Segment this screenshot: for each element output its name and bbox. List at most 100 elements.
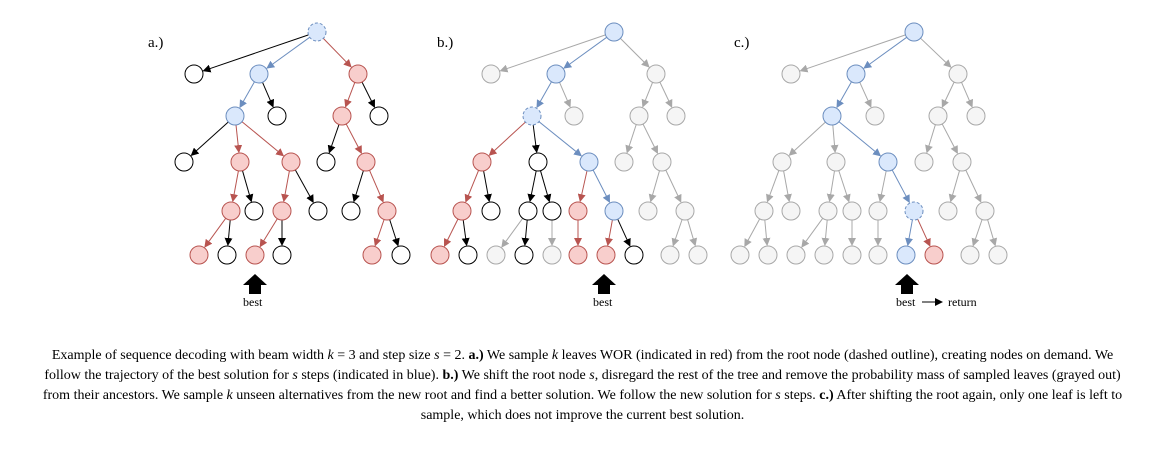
edge-b-root-b2 xyxy=(563,36,607,69)
edge-b-b2-b4 xyxy=(536,81,552,109)
edge-c-c18-c28 xyxy=(917,218,931,247)
node-c-c3 xyxy=(948,64,968,84)
edge-c-root-c1 xyxy=(799,34,906,73)
edge-a-a4-a10 xyxy=(241,121,285,157)
node-b-root xyxy=(604,22,624,42)
edge-c-c13-c22 xyxy=(762,219,771,246)
edge-b-b3-b7 xyxy=(659,81,673,108)
node-a-a10 xyxy=(281,152,301,172)
node-c-c16 xyxy=(842,201,862,221)
edge-a-a3-a7 xyxy=(361,81,375,108)
node-c-c14 xyxy=(781,201,801,221)
edge-a-a2-a4 xyxy=(239,81,255,109)
node-b-b4 xyxy=(522,106,542,126)
node-c-c6 xyxy=(928,106,948,126)
edge-c-c12-c19 xyxy=(948,170,960,203)
node-a-a20 xyxy=(217,245,237,265)
node-c-c24 xyxy=(814,245,834,265)
node-b-b20 xyxy=(675,201,695,221)
edge-c-c12-c20 xyxy=(965,169,982,203)
caption-text: Example of sequence decoding with beam w… xyxy=(51,348,328,363)
edge-c-c6-c12 xyxy=(941,123,958,154)
panel-c-label: c.) xyxy=(734,35,749,51)
edge-a-root-a2 xyxy=(266,36,310,69)
caption-text: = 2. xyxy=(439,348,469,363)
best-arrow-a xyxy=(243,274,267,294)
node-b-b18 xyxy=(604,201,624,221)
edge-b-b4-b8 xyxy=(488,121,526,156)
node-a-a22 xyxy=(272,245,292,265)
edge-c-c2-c5 xyxy=(859,81,872,108)
node-a-a13 xyxy=(221,201,241,221)
node-c-c12 xyxy=(952,152,972,172)
node-a-a19 xyxy=(189,245,209,265)
node-b-b23 xyxy=(486,245,506,265)
best-label-c: best xyxy=(896,295,916,309)
node-a-a17 xyxy=(341,201,361,221)
node-b-b9 xyxy=(528,152,548,172)
edge-b-root-b1 xyxy=(499,34,606,73)
edge-b-b6-b12 xyxy=(642,123,658,154)
node-a-a18 xyxy=(377,201,397,221)
node-b-b15 xyxy=(518,201,538,221)
edge-a-a12-a17 xyxy=(352,170,364,203)
tree-nodes xyxy=(174,22,1008,265)
edge-a-a18-a24 xyxy=(389,219,400,247)
edge-c-c4-c10 xyxy=(838,121,882,157)
node-c-c9 xyxy=(826,152,846,172)
beam-decoding-figure: a.) b.) c.) best best best return xyxy=(148,22,1008,309)
node-c-c17 xyxy=(868,201,888,221)
edge-a-a6-a11 xyxy=(327,124,340,154)
caption-label-b: b.) xyxy=(442,368,459,383)
return-label: return xyxy=(948,295,977,309)
edge-b-b9-b16 xyxy=(540,170,552,203)
edge-b-b2-b5 xyxy=(559,82,571,108)
node-b-b5 xyxy=(564,106,584,126)
node-c-c11 xyxy=(914,152,934,172)
node-b-b26 xyxy=(568,245,588,265)
edge-a-a12-a18 xyxy=(369,170,384,203)
node-b-b21 xyxy=(430,245,450,265)
edge-b-b15-b23 xyxy=(501,218,524,248)
figure-caption: Example of sequence decoding with beam w… xyxy=(40,346,1125,426)
edge-b-b18-b28 xyxy=(617,218,631,247)
edge-c-root-c2 xyxy=(863,36,907,69)
node-c-c2 xyxy=(846,64,866,84)
node-b-b16 xyxy=(542,201,562,221)
node-c-c30 xyxy=(988,245,1008,265)
node-a-a23 xyxy=(362,245,382,265)
edge-a-a18-a23 xyxy=(373,219,385,247)
best-arrow-b xyxy=(592,274,616,294)
edge-c-c8-c13 xyxy=(766,170,780,203)
node-c-c26 xyxy=(868,245,888,265)
edge-c-c20-c30 xyxy=(987,219,998,247)
edge-c-c10-c18 xyxy=(891,169,910,204)
node-a-a2 xyxy=(249,64,269,84)
node-b-b17 xyxy=(568,201,588,221)
edge-c-c15-c24 xyxy=(821,219,830,246)
best-label-a: best xyxy=(243,295,263,309)
caption-text: unseen alternatives from the new root an… xyxy=(232,388,776,403)
node-a-a14 xyxy=(244,201,264,221)
edge-b-b12-b20 xyxy=(665,169,682,203)
node-c-c28 xyxy=(924,245,944,265)
node-a-a21 xyxy=(245,245,265,265)
caption-text: We shift the root node xyxy=(458,368,590,383)
caption-label-c: c.) xyxy=(819,388,834,403)
caption-var-k: k xyxy=(226,388,233,403)
caption-text: leaves WOR (indicated in red) from the r… xyxy=(44,348,1114,383)
node-a-a16 xyxy=(308,201,328,221)
edge-c-c13-c21 xyxy=(744,218,761,248)
edge-b-root-b3 xyxy=(620,38,650,68)
caption-var-s: s xyxy=(775,388,781,403)
edge-c-root-c3 xyxy=(920,37,952,68)
node-a-a4 xyxy=(225,106,245,126)
edge-b-b6-b11 xyxy=(625,124,637,154)
node-c-c1 xyxy=(781,64,801,84)
caption-text: We sample xyxy=(483,348,552,363)
edge-b-b10-b17 xyxy=(577,170,588,203)
edge-b-b9-b15 xyxy=(527,170,537,203)
node-a-root xyxy=(307,22,327,42)
edge-a-a9-a14 xyxy=(242,170,254,203)
edge-c-c9-c16 xyxy=(838,170,851,203)
